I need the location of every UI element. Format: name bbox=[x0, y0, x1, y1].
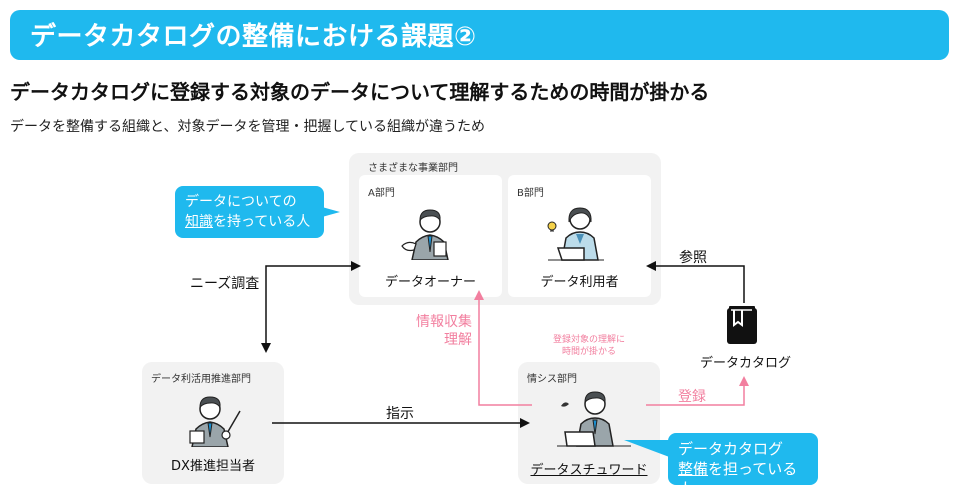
book-bookmark-icon bbox=[727, 306, 757, 344]
businessman-pointer-icon bbox=[189, 396, 241, 447]
needs-survey-arrow bbox=[265, 265, 352, 350]
steward-callout-pointer bbox=[624, 440, 672, 458]
page-description: データを整備する組織と、対象データを管理・把握している組織が違うため bbox=[10, 119, 486, 135]
instruction-label: 指示 bbox=[386, 406, 414, 422]
data-steward-label: データスチュワード bbox=[530, 463, 648, 478]
knowledge-callout-pointer bbox=[322, 207, 340, 217]
info-collect-arrowhead bbox=[474, 290, 484, 300]
knowledge-emphasis: 知識 bbox=[185, 214, 213, 230]
steward-rest: を担っている人 bbox=[678, 460, 798, 498]
knowledge-callout: データについての 知識を持っている人 bbox=[175, 186, 324, 238]
register-label: 登録 bbox=[678, 389, 706, 405]
business-group-label: さまざまな事業部門 bbox=[368, 163, 458, 174]
knowledge-rest: を持っている人 bbox=[213, 214, 311, 230]
info-collect-label: 情報収集 理解 bbox=[408, 313, 472, 349]
steward-callout: データカタログ 整備を担っている人 bbox=[668, 433, 818, 498]
time-note-label: 登録対象の理解に 時間が掛かる bbox=[537, 334, 641, 358]
page-title: データカタログの整備における課題② bbox=[30, 22, 477, 52]
businessman-presenting-icon bbox=[401, 209, 449, 260]
needs-survey-arrowhead-down bbox=[261, 343, 271, 353]
reference-label: 参照 bbox=[679, 250, 707, 266]
needs-survey-label: ニーズ調査 bbox=[190, 276, 260, 292]
info-collect-line2: 理解 bbox=[444, 332, 472, 348]
info-collect-arrow bbox=[478, 298, 532, 406]
reference-arrow bbox=[656, 265, 745, 303]
title-banner bbox=[10, 10, 949, 60]
register-arrowhead bbox=[739, 376, 749, 386]
info-collect-line1: 情報収集 bbox=[416, 314, 472, 330]
dx-department-label: データ利活用推進部門 bbox=[151, 374, 251, 385]
instruction-arrowhead bbox=[520, 418, 530, 428]
steward-callout-line1: データカタログ bbox=[678, 440, 784, 458]
dx-role-label: DX推進担当者 bbox=[171, 459, 255, 474]
reference-arrowhead bbox=[646, 261, 656, 271]
businessman-laptop-confused-icon bbox=[557, 391, 631, 447]
dept-a-label: A部門 bbox=[368, 188, 395, 199]
data-owner-label: データオーナー bbox=[384, 275, 476, 290]
register-arrow bbox=[646, 384, 745, 406]
steward-callout-line2: 整備を担っている人 bbox=[678, 459, 808, 499]
data-catalog-label: データカタログ bbox=[700, 356, 792, 371]
it-department-label: 情シス部門 bbox=[527, 374, 577, 385]
dept-b-label: B部門 bbox=[517, 188, 544, 199]
page-subtitle: データカタログに登録する対象のデータについて理解するための時間が掛かる bbox=[10, 80, 710, 104]
time-note-line1: 登録対象の理解に bbox=[552, 335, 625, 345]
time-note-line2: 時間が掛かる bbox=[561, 347, 616, 357]
knowledge-callout-line2: 知識を持っている人 bbox=[185, 212, 314, 232]
data-user-label: データ利用者 bbox=[540, 275, 619, 290]
knowledge-callout-line1: データについての bbox=[185, 194, 297, 210]
needs-survey-arrowhead-right bbox=[351, 261, 361, 271]
steward-emphasis: 整備 bbox=[678, 460, 709, 478]
woman-laptop-lightbulb-icon bbox=[547, 207, 604, 261]
